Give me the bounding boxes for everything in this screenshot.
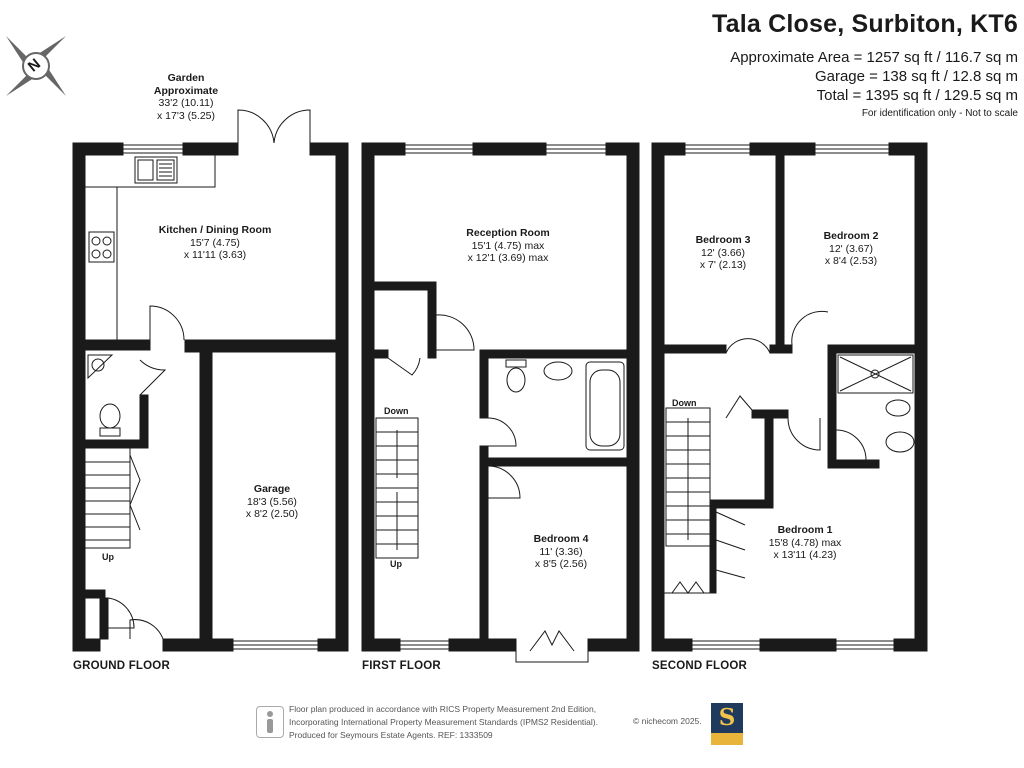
- floor-label-second: SECOND FLOOR: [652, 660, 748, 672]
- second-stairs: [665, 407, 711, 547]
- garden-label: Garden Approximate 33'2 (10.11) x 17'3 (…: [154, 72, 218, 122]
- stairs-down-first: Down: [384, 406, 409, 416]
- room-name: Bedroom 3: [695, 234, 751, 246]
- room-bedroom-3: Bedroom 3 12' (3.66) x 7' (2.13): [696, 234, 751, 272]
- footer-line-3: Produced for Seymours Estate Agents. REF…: [289, 730, 493, 740]
- garden-dim-1: 33'2 (10.11): [158, 97, 214, 109]
- garden-name-2: Approximate: [153, 84, 219, 97]
- total-area: Total = 1395 sq ft / 129.5 sq m: [816, 87, 1018, 104]
- stairs-down-second: Down: [672, 398, 697, 408]
- compass-north-icon: [6, 36, 66, 96]
- ground-stairs: [84, 447, 141, 549]
- room-dim-1: 15'1 (4.75) max: [471, 239, 545, 252]
- room-garage: Garage 18'3 (5.56) x 8'2 (2.50): [246, 483, 298, 521]
- room-dim-2: x 11'11 (3.63): [183, 249, 247, 261]
- room-bedroom-2: Bedroom 2 12' (3.67) x 8'4 (2.53): [824, 230, 879, 268]
- room-dim-2: x 8'4 (2.53): [824, 255, 878, 267]
- ground-floor-walls: [72, 142, 349, 652]
- seymours-logo: S: [711, 703, 743, 745]
- logo-stripe: [711, 733, 743, 745]
- room-dim-2: x 7' (2.13): [699, 259, 747, 271]
- floor-label-first: FIRST FLOOR: [362, 660, 441, 672]
- room-name: Bedroom 2: [823, 230, 879, 242]
- footer-line-2: Incorporating International Property Mea…: [289, 717, 598, 727]
- room-reception: Reception Room 15'1 (4.75) max x 12'1 (3…: [466, 227, 549, 265]
- room-dim-2: x 8'5 (2.56): [534, 558, 588, 570]
- room-dim-1: 18'3 (5.56): [247, 495, 297, 508]
- room-name: Reception Room: [466, 227, 550, 239]
- room-kitchen: Kitchen / Dining Room 15'7 (4.75) x 11'1…: [159, 224, 272, 262]
- room-dim-1: 11' (3.36): [539, 545, 583, 558]
- stairs-up-first: Up: [390, 559, 402, 569]
- room-dim-2: x 13'11 (4.23): [773, 549, 837, 561]
- first-stairs: [375, 417, 419, 559]
- logo-letter: S: [711, 703, 743, 733]
- room-name: Garage: [253, 483, 291, 495]
- second-floor-walls: [651, 142, 928, 652]
- garden-dim-2: x 17'3 (5.25): [156, 109, 216, 122]
- room-name: Kitchen / Dining Room: [158, 224, 272, 236]
- room-dim-1: 15'7 (4.75): [190, 236, 240, 249]
- room-dim-1: 12' (3.66): [700, 246, 746, 259]
- room-bedroom-4: Bedroom 4 11' (3.36) x 8'5 (2.56): [534, 533, 589, 571]
- person-info-icon: [267, 711, 273, 733]
- room-dim-1: 15'8 (4.78) max: [768, 536, 842, 549]
- footer-text: Floor plan produced in accordance with R…: [289, 703, 598, 742]
- garage-area: Garage = 138 sq ft / 12.8 sq m: [814, 68, 1018, 85]
- info-badge-icon: [256, 706, 284, 738]
- floor-label-ground: GROUND FLOOR: [73, 660, 170, 672]
- first-floor-walls: [361, 142, 640, 652]
- room-name: Bedroom 4: [533, 533, 589, 545]
- stairs-up-ground: Up: [102, 552, 114, 562]
- room-name: Bedroom 1: [777, 524, 833, 536]
- footer-line-1: Floor plan produced in accordance with R…: [289, 704, 597, 714]
- room-dim-1: 12' (3.67): [828, 242, 874, 255]
- room-dim-2: x 12'1 (3.69) max: [467, 252, 549, 264]
- property-title: Tala Close, Surbiton, KT6: [712, 10, 1018, 38]
- garden-name-1: Garden: [167, 72, 205, 84]
- approx-area: Approximate Area = 1257 sq ft / 116.7 sq…: [730, 49, 1018, 66]
- room-dim-2: x 8'2 (2.50): [245, 508, 299, 520]
- copyright: © nichecom 2025.: [633, 716, 702, 726]
- identification-note: For identification only - Not to scale: [861, 108, 1018, 119]
- room-bedroom-1: Bedroom 1 15'8 (4.78) max x 13'11 (4.23): [769, 524, 842, 562]
